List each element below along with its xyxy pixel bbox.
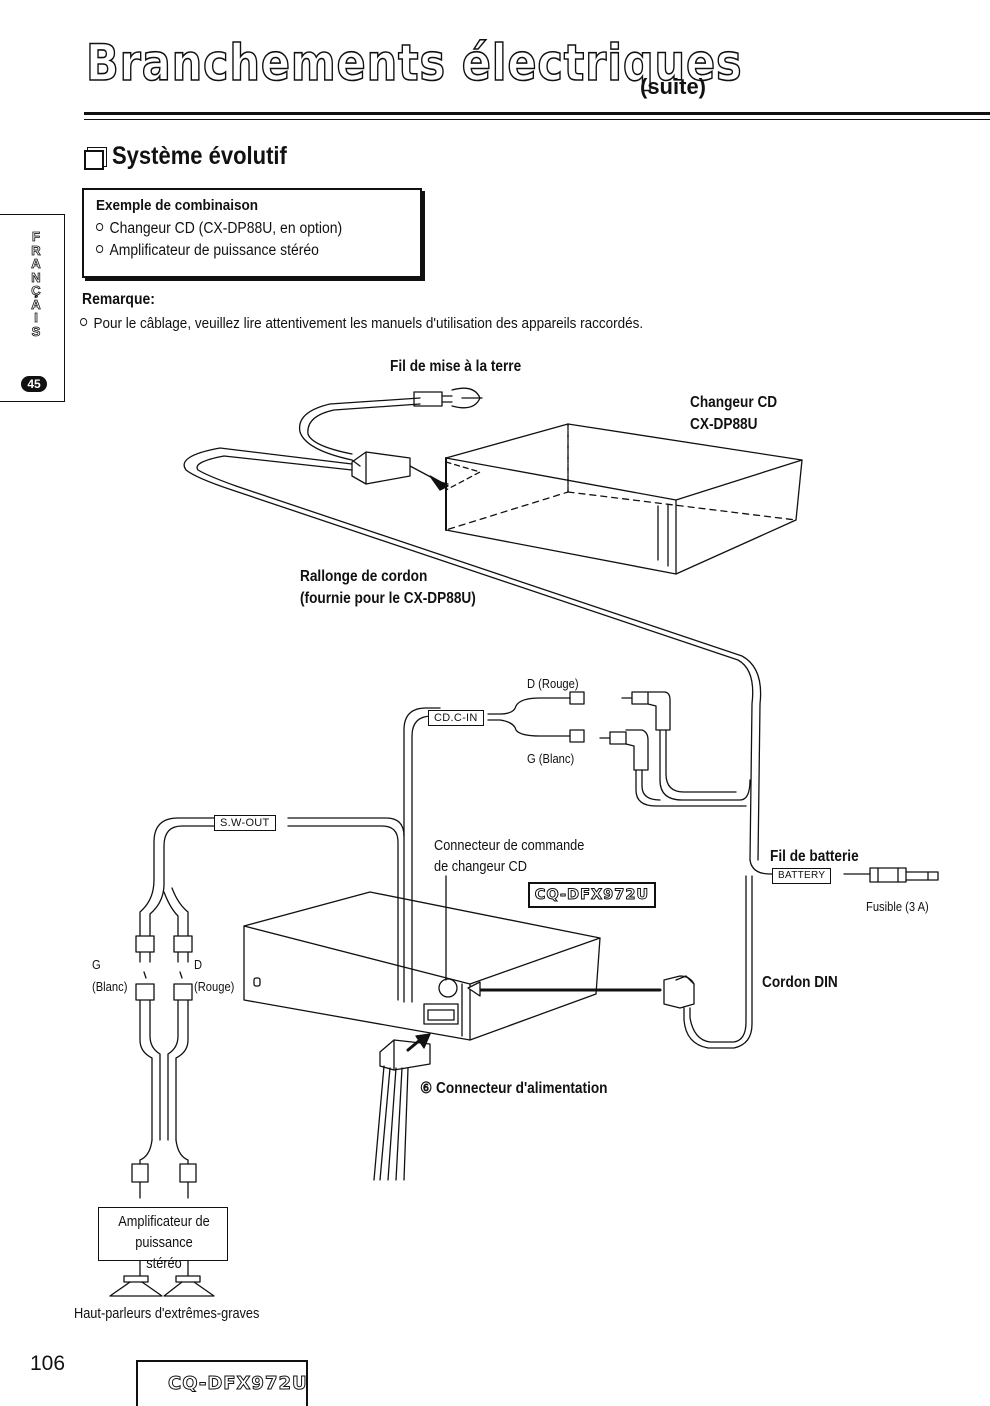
section-checkbox-icon	[84, 150, 104, 170]
power-connector-text: Connecteur d'alimentation	[436, 1080, 608, 1097]
control-connector-label: Connecteur de commande	[434, 838, 585, 854]
lang-letter: N	[31, 269, 41, 285]
sub-right-color: (Rouge)	[194, 979, 235, 994]
remark-title: Remarque:	[82, 291, 155, 308]
left-white-label: G (Blanc)	[527, 751, 575, 766]
model-badge-text: CQ-DFX972U	[534, 887, 650, 904]
power-connector-label: ⑥ Connecteur d'alimentation	[420, 1078, 608, 1099]
extension-cord	[183, 447, 762, 861]
battery-tag: BATTERY	[772, 868, 832, 884]
ground-wire	[298, 387, 483, 467]
right-angle-plugs	[599, 691, 751, 807]
extension-connector	[351, 451, 449, 491]
power-connector-number: ⑥	[420, 1080, 433, 1097]
bullet-icon	[96, 222, 104, 231]
extension-cord-note: (fournie pour le CX-DP88U)	[300, 590, 476, 607]
bullet-icon	[96, 244, 104, 253]
extension-cord-label: Rallonge de cordon	[300, 568, 428, 585]
lang-letter: F	[32, 229, 41, 244]
language-tab	[0, 214, 65, 402]
section-title: Système évolutif	[112, 142, 287, 170]
lang-letter: Ç	[31, 283, 41, 298]
head-unit-illustration	[243, 891, 601, 1041]
subwoofers-label: Haut-parleurs d'extrêmes-graves	[74, 1306, 260, 1322]
language-tab-letters: F R A N Ç A I S	[28, 230, 44, 338]
lang-letter: R	[31, 242, 41, 258]
combination-title: Exemple de combinaison	[96, 197, 259, 214]
combination-item: Changeur CD (CX-DP88U, en option)	[96, 220, 342, 238]
header-rule	[84, 112, 990, 115]
model-badge: CQ-DFX972U	[528, 882, 656, 908]
cdc-in-tag: CD.C-IN	[428, 710, 484, 726]
speaker-wires	[139, 1257, 189, 1277]
combination-item-text: Amplificateur de puissance stéréo	[109, 242, 319, 259]
amplifier-label-line1: Amplificateur de	[118, 1214, 210, 1230]
battery-wire-label: Fil de batterie	[770, 848, 859, 865]
amplifier-box	[98, 1207, 228, 1261]
battery-wire	[749, 859, 939, 883]
page-title-suffix: (suite)	[640, 74, 706, 99]
footer-model-box	[136, 1360, 308, 1406]
sw-out-tag: S.W-OUT	[214, 815, 276, 831]
rca-plugs-upper	[135, 935, 193, 1141]
bullet-icon	[80, 318, 88, 327]
power-harness	[373, 1033, 431, 1181]
lang-letter: A	[31, 296, 41, 312]
cd-changer-label: Changeur CD	[690, 394, 778, 411]
amplifier-label-line2: puissance stéréo	[135, 1235, 193, 1272]
sw-out-cable	[139, 817, 405, 1001]
page-number: 106	[30, 1352, 66, 1375]
sub-left-color: (Blanc)	[92, 979, 128, 994]
lang-letter: S	[31, 323, 41, 339]
subwoofer-icons	[109, 1275, 215, 1297]
remark-text: Pour le câblage, veuillez lire attentive…	[80, 315, 643, 332]
header-rule-thin	[84, 119, 990, 120]
din-cord	[467, 875, 753, 1049]
amplifier-label: Amplificateur de puissance stéréo	[118, 1212, 210, 1275]
combination-item-text: Changeur CD (CX-DP88U, en option)	[109, 220, 343, 237]
lang-letter: I	[34, 310, 38, 325]
control-connector-label-2: de changeur CD	[434, 859, 527, 875]
din-cord-label: Cordon DIN	[762, 974, 838, 991]
combination-box	[82, 188, 422, 278]
combination-item: Amplificateur de puissance stéréo	[96, 242, 319, 260]
sub-right-label: D	[194, 957, 203, 972]
cd-changer-model-label: CX-DP88U	[690, 416, 758, 433]
remark-text-body: Pour le câblage, veuillez lire attentive…	[93, 315, 644, 332]
footer-model: CQ-DFX972U	[168, 1373, 308, 1395]
sub-left-label: G	[92, 957, 101, 972]
fuse-label: Fusible (3 A)	[866, 899, 929, 914]
lang-letter: A	[31, 256, 41, 271]
cd-changer-illustration	[445, 423, 803, 575]
ground-wire-label: Fil de mise à la terre	[390, 358, 522, 375]
rca-plugs-lower	[131, 1139, 197, 1199]
right-red-label: D (Rouge)	[527, 676, 579, 691]
language-tab-page: 45	[21, 376, 47, 392]
page-title: Branchements électriques	[85, 33, 743, 93]
